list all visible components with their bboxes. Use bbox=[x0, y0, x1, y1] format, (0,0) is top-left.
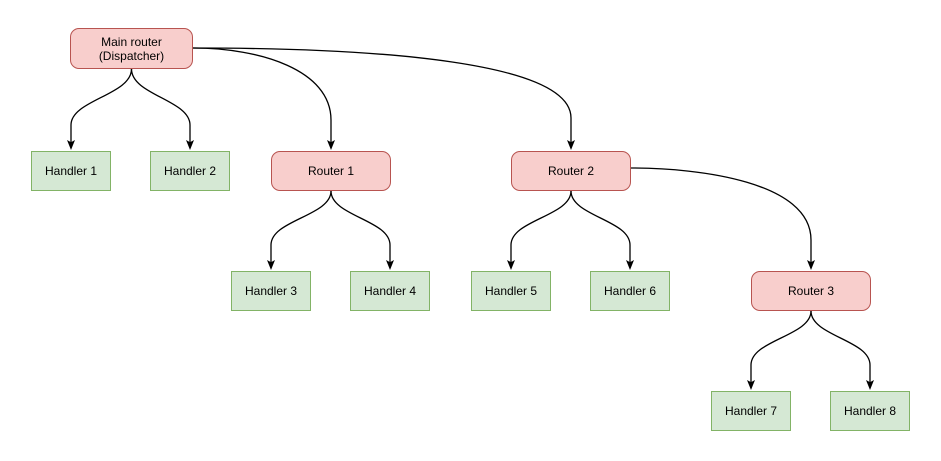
node-handler-5[interactable]: Handler 5 bbox=[471, 271, 551, 311]
edge-router-3-to-handler-8 bbox=[810, 310, 874, 390]
node-label-router-3: Router 3 bbox=[787, 284, 835, 298]
edge-main-to-handler-1 bbox=[67, 68, 133, 150]
edge-router-2-to-router-3 bbox=[630, 167, 815, 270]
edge-main-to-router-1 bbox=[192, 47, 335, 150]
node-label-handler-2: Handler 2 bbox=[163, 164, 217, 178]
node-router-1[interactable]: Router 1 bbox=[271, 151, 391, 191]
node-router-2[interactable]: Router 2 bbox=[511, 151, 631, 191]
node-label-handler-4: Handler 4 bbox=[363, 284, 417, 298]
node-label-router-1: Router 1 bbox=[307, 164, 355, 178]
node-handler-2[interactable]: Handler 2 bbox=[150, 151, 230, 191]
node-label-handler-7: Handler 7 bbox=[724, 404, 778, 418]
edge-router-3-to-handler-7 bbox=[747, 310, 812, 390]
node-handler-4[interactable]: Handler 4 bbox=[350, 271, 430, 311]
edge-router-2-to-handler-6 bbox=[570, 190, 634, 270]
edge-main-to-router-2 bbox=[192, 47, 575, 150]
node-label-main-router: Main router (Dispatcher) bbox=[98, 34, 165, 63]
node-label-handler-5: Handler 5 bbox=[484, 284, 538, 298]
edge-router-1-to-handler-4 bbox=[330, 190, 394, 270]
node-label-handler-1: Handler 1 bbox=[44, 164, 98, 178]
node-handler-3[interactable]: Handler 3 bbox=[231, 271, 311, 311]
node-main-router[interactable]: Main router (Dispatcher) bbox=[70, 28, 193, 69]
node-handler-8[interactable]: Handler 8 bbox=[830, 391, 910, 431]
node-router-3[interactable]: Router 3 bbox=[751, 271, 871, 311]
edge-router-1-to-handler-3 bbox=[267, 190, 332, 270]
node-label-handler-3: Handler 3 bbox=[244, 284, 298, 298]
node-label-handler-6: Handler 6 bbox=[603, 284, 657, 298]
node-handler-6[interactable]: Handler 6 bbox=[590, 271, 670, 311]
edge-router-2-to-handler-5 bbox=[507, 190, 572, 270]
node-label-handler-8: Handler 8 bbox=[843, 404, 897, 418]
node-label-router-2: Router 2 bbox=[547, 164, 595, 178]
edge-main-to-handler-2 bbox=[130, 68, 194, 150]
node-handler-1[interactable]: Handler 1 bbox=[31, 151, 111, 191]
edge-paths bbox=[67, 47, 874, 390]
node-handler-7[interactable]: Handler 7 bbox=[711, 391, 791, 431]
